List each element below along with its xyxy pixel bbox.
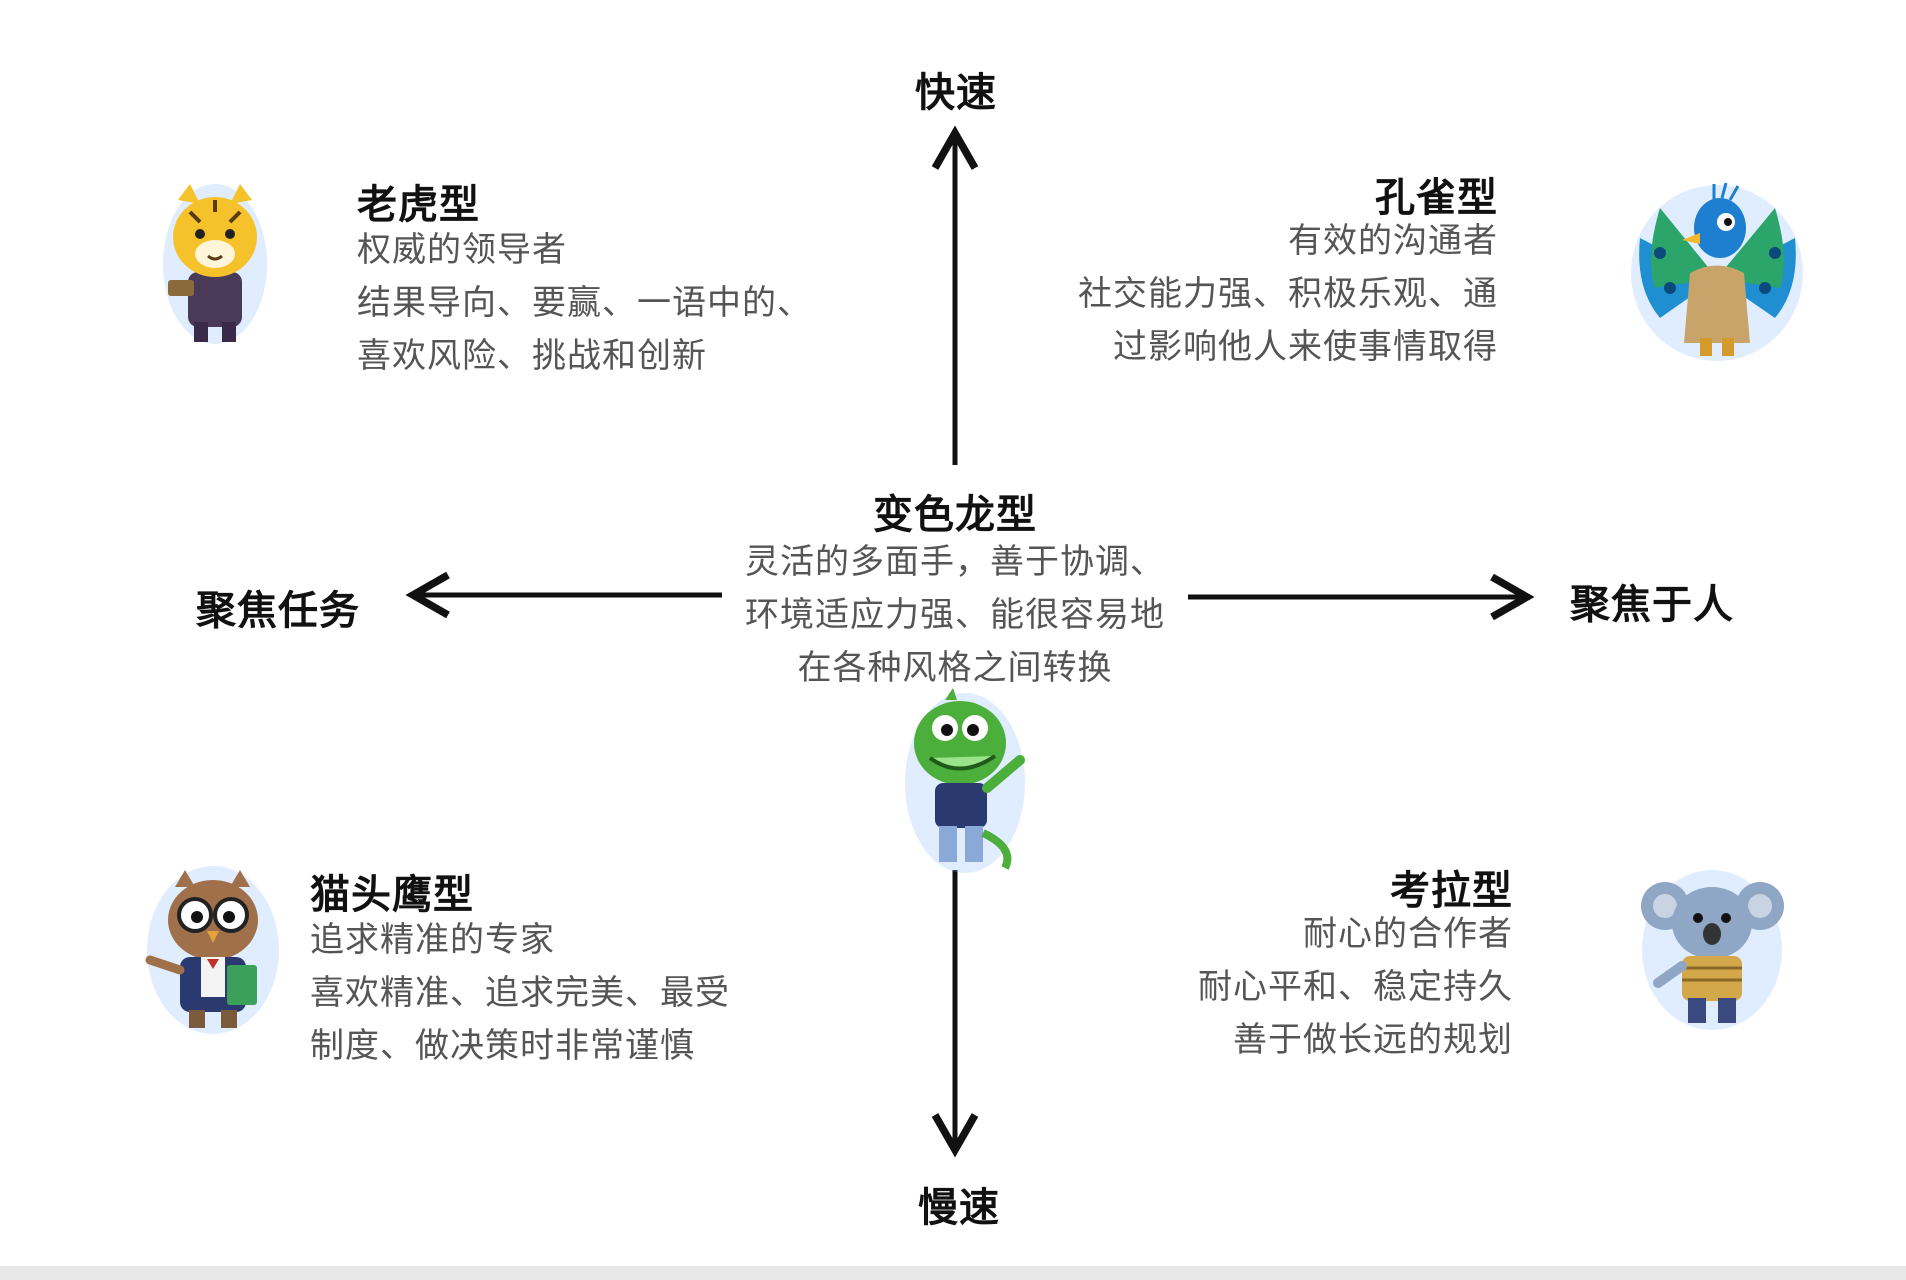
bottom-strip — [0, 1266, 1906, 1280]
koala-desc-line-1: 耐心的合作者 — [1303, 914, 1513, 954]
peacock-desc-line-1: 有效的沟通者 — [1288, 221, 1498, 261]
peacock-desc-line-3: 过影响他人来使事情取得 — [1113, 327, 1498, 367]
tiger-description: 权威的领导者 结果导向、要赢、一语中的、 喜欢风险、挑战和创新 — [357, 224, 812, 383]
tiger-desc-line-2: 结果导向、要赢、一语中的、 — [357, 283, 812, 323]
tiger-desc-line-1: 权威的领导者 — [357, 230, 567, 270]
koala-description: 耐心的合作者 耐心平和、稳定持久 善于做长远的规划 — [1198, 908, 1513, 1067]
koala-mascot-icon — [1640, 868, 1785, 1033]
tiger-mascot-icon — [160, 182, 270, 347]
koala-desc-line-3: 善于做长远的规划 — [1233, 1020, 1513, 1060]
chameleon-description: 灵活的多面手，善于协调、 环境适应力强、能很容易地 在各种风格之间转换 — [705, 536, 1205, 695]
axis-label-slow: 慢速 — [918, 1185, 1000, 1231]
axis-label-task-focus: 聚焦任务 — [196, 588, 360, 634]
owl-desc-line-1: 追求精准的专家 — [310, 920, 555, 960]
tiger-desc-line-3: 喜欢风险、挑战和创新 — [357, 336, 707, 376]
peacock-desc-line-2: 社交能力强、积极乐观、通 — [1078, 274, 1498, 314]
tiger-title: 老虎型 — [357, 182, 480, 228]
owl-desc-line-3: 制度、做决策时非常谨慎 — [310, 1026, 695, 1066]
koala-title: 考拉型 — [1390, 868, 1513, 914]
owl-title: 猫头鹰型 — [310, 872, 474, 918]
chameleon-desc-line-3: 在各种风格之间转换 — [797, 648, 1113, 688]
peacock-mascot-icon — [1630, 178, 1805, 363]
chameleon-mascot-icon — [905, 688, 1033, 873]
owl-description: 追求精准的专家 喜欢精准、追求完美、最受 制度、做决策时非常谨慎 — [310, 914, 730, 1073]
chameleon-desc-line-1: 灵活的多面手，善于协调、 — [745, 542, 1165, 582]
peacock-title: 孔雀型 — [1375, 175, 1498, 221]
koala-desc-line-2: 耐心平和、稳定持久 — [1198, 967, 1513, 1007]
peacock-description: 有效的沟通者 社交能力强、积极乐观、通 过影响他人来使事情取得 — [1078, 215, 1498, 374]
axis-label-fast: 快速 — [915, 70, 997, 116]
owl-mascot-icon — [145, 865, 280, 1035]
chameleon-title: 变色龙型 — [873, 492, 1037, 538]
chameleon-desc-line-2: 环境适应力强、能很容易地 — [745, 595, 1165, 635]
axis-label-people-focus: 聚焦于人 — [1570, 582, 1734, 628]
owl-desc-line-2: 喜欢精准、追求完美、最受 — [310, 973, 730, 1013]
